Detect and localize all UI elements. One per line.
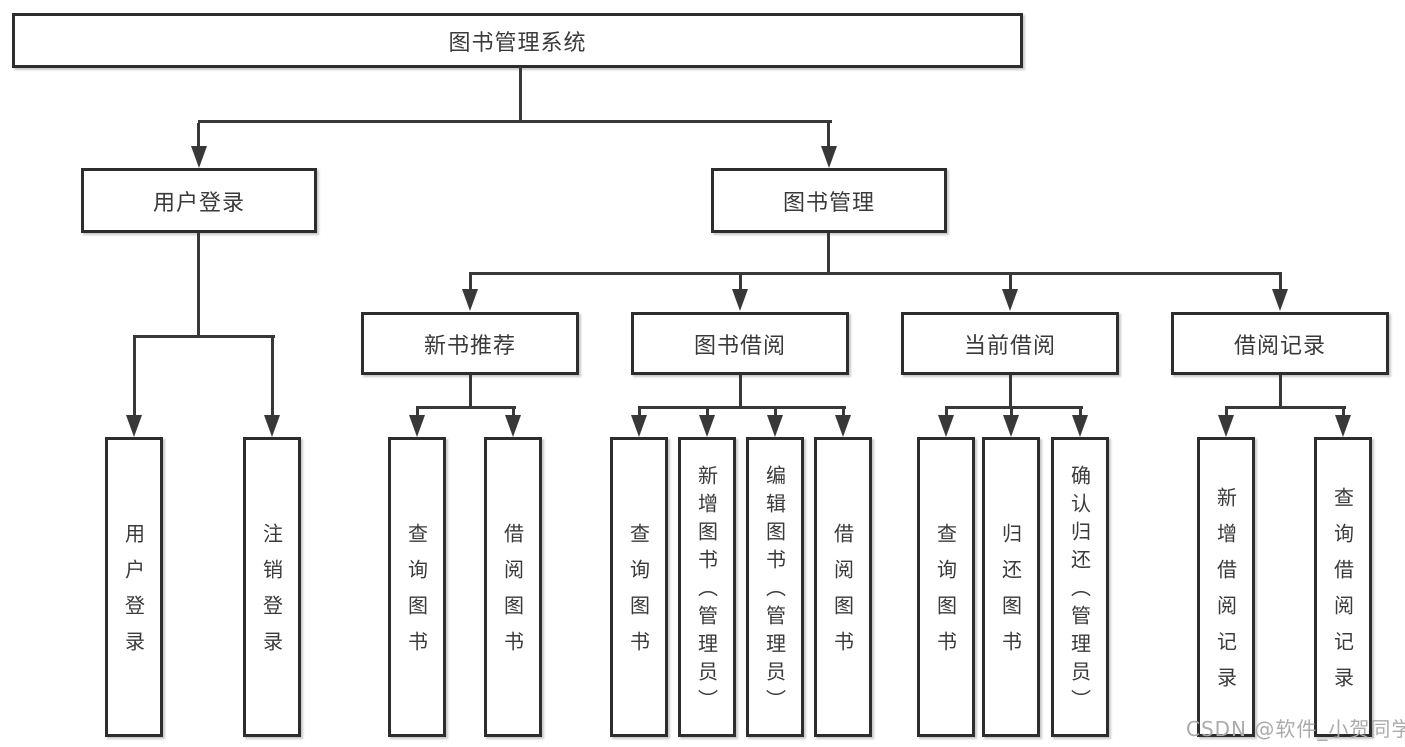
connector-leaf-5 <box>774 409 777 418</box>
leaf-query-books-1-label: 查询图书 <box>404 523 429 667</box>
connector-to-current-borrowing <box>1009 275 1012 290</box>
arrow-to-user-login <box>191 146 207 168</box>
connector-leaf-2 <box>512 409 515 418</box>
leaf-query-books-3: 查询图书 <box>917 437 975 737</box>
arrow-to-book-management <box>821 146 837 168</box>
connector-user-login-trunk <box>197 233 200 338</box>
node-book-borrowing-label: 图书借阅 <box>693 333 786 359</box>
connector-level1-bar <box>198 120 832 123</box>
arrow-to-book-borrowing <box>732 289 748 311</box>
leaf-confirm-return-admin: 确认归还（管理员） <box>1051 437 1109 737</box>
leaf-query-books-2-label: 查询图书 <box>626 523 651 667</box>
connector-leaf-4 <box>706 409 709 418</box>
connector-user-login-bar <box>133 335 275 338</box>
arrow-leaf-10 <box>1218 415 1234 437</box>
leaf-user-login: 用户登录 <box>105 437 163 737</box>
arrow-leaf-1 <box>409 415 425 437</box>
leaf-return-books-label: 归还图书 <box>998 523 1023 667</box>
leaf-edit-books-admin: 编辑图书（管理员） <box>746 437 804 737</box>
arrow-leaf-2 <box>505 415 521 437</box>
node-new-book-recommend-label: 新书推荐 <box>423 333 516 359</box>
connector-to-book-management <box>827 123 830 149</box>
connector-current-borrowing-trunk <box>1009 375 1012 409</box>
connector-leaf-9 <box>1079 409 1082 418</box>
arrow-leaf-4 <box>699 415 715 437</box>
leaf-add-borrow-record: 新增借阅记录 <box>1197 437 1255 737</box>
leaf-add-books-admin-label: 新增图书（管理员） <box>694 465 719 717</box>
node-book-management: 图书管理 <box>711 168 947 233</box>
node-new-book-recommend: 新书推荐 <box>361 312 579 375</box>
connector-leaf-3 <box>638 409 641 418</box>
arrow-to-current-borrowing <box>1002 289 1018 311</box>
leaf-user-login-label: 用户登录 <box>121 523 146 667</box>
arrow-to-borrow-records <box>1272 289 1288 311</box>
connector-book-borrowing-trunk <box>739 375 742 409</box>
node-book-borrowing: 图书借阅 <box>631 312 849 375</box>
arrow-leaf-5 <box>767 415 783 437</box>
connector-to-new-book <box>469 275 472 290</box>
leaf-confirm-return-admin-label: 确认归还（管理员） <box>1067 465 1092 717</box>
leaf-add-books-admin: 新增图书（管理员） <box>678 437 736 737</box>
leaf-logout: 注销登录 <box>243 437 301 737</box>
leaf-borrow-books-2: 借阅图书 <box>814 437 872 737</box>
connector-leaf-7 <box>945 409 948 418</box>
connector-leaf-1 <box>416 409 419 418</box>
leaf-borrow-books-1: 借阅图书 <box>484 437 542 737</box>
node-library-system: 图书管理系统 <box>12 13 1023 68</box>
arrow-leaf-3 <box>631 415 647 437</box>
connector-level2-bar <box>469 272 1282 275</box>
arrow-leaf-6 <box>835 415 851 437</box>
node-borrow-records: 借阅记录 <box>1171 312 1389 375</box>
connector-leaf-8 <box>1010 409 1013 418</box>
leaf-borrow-books-2-label: 借阅图书 <box>830 523 855 667</box>
node-current-borrowing-label: 当前借阅 <box>963 333 1056 359</box>
connector-book-borrowing-bar <box>638 406 846 409</box>
arrow-to-leaf-user-login <box>126 415 142 437</box>
node-user-login: 用户登录 <box>81 168 317 233</box>
node-user-login-label: 用户登录 <box>152 190 245 216</box>
connector-borrow-records-bar <box>1225 406 1346 409</box>
connector-to-user-login <box>197 123 200 149</box>
leaf-query-borrow-record-label: 查询借阅记录 <box>1330 487 1355 703</box>
leaf-return-books: 归还图书 <box>982 437 1040 737</box>
node-current-borrowing: 当前借阅 <box>901 312 1119 375</box>
connector-to-leaf-user-login <box>133 338 136 417</box>
connector-current-borrowing-bar <box>945 406 1083 409</box>
watermark-text: CSDN @软件_小贺同学 <box>1186 717 1405 741</box>
connector-to-borrow-records <box>1279 275 1282 290</box>
node-book-management-label: 图书管理 <box>782 190 875 216</box>
leaf-edit-books-admin-label: 编辑图书（管理员） <box>762 465 787 717</box>
node-borrow-records-label: 借阅记录 <box>1233 333 1326 359</box>
connector-to-leaf-logout <box>271 338 274 417</box>
connector-leaf-6 <box>842 409 845 418</box>
arrow-to-new-book <box>462 289 478 311</box>
connector-leaf-10 <box>1225 409 1228 418</box>
arrow-leaf-11 <box>1335 415 1351 437</box>
connector-new-book-trunk <box>469 375 472 409</box>
arrow-to-leaf-logout <box>264 415 280 437</box>
connector-borrow-records-trunk <box>1279 375 1282 409</box>
node-library-system-label: 图书管理系统 <box>448 30 587 56</box>
connector-root-trunk <box>519 67 522 123</box>
leaf-query-borrow-record: 查询借阅记录 <box>1314 437 1372 737</box>
connector-leaf-11 <box>1342 409 1345 418</box>
connector-to-book-borrowing <box>739 275 742 290</box>
leaf-query-books-1: 查询图书 <box>388 437 446 737</box>
connector-book-management-trunk <box>827 233 830 275</box>
leaf-query-books-3-label: 查询图书 <box>933 523 958 667</box>
arrow-leaf-9 <box>1072 415 1088 437</box>
leaf-query-books-2: 查询图书 <box>610 437 668 737</box>
leaf-borrow-books-1-label: 借阅图书 <box>500 523 525 667</box>
connector-new-book-bar <box>416 406 516 409</box>
leaf-logout-label: 注销登录 <box>259 523 284 667</box>
arrow-leaf-7 <box>938 415 954 437</box>
arrow-leaf-8 <box>1003 415 1019 437</box>
leaf-add-borrow-record-label: 新增借阅记录 <box>1213 487 1238 703</box>
